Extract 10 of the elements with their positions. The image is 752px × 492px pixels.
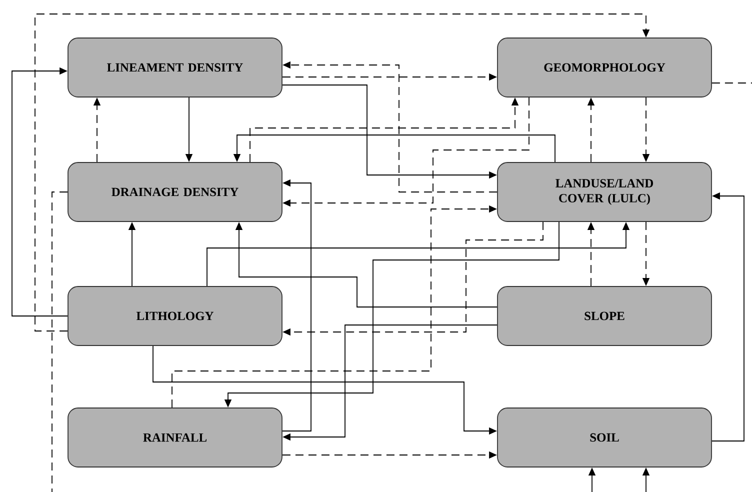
factor-box: LANDUSE/LAND COVER (LULC) (497, 162, 712, 222)
factor-box: DRAINAGE DENSITY (68, 162, 282, 222)
factor-box: SLOPE (497, 286, 712, 346)
arrow (12, 67, 68, 316)
factor-box: SOIL (497, 408, 712, 468)
factor-box: GEOMORPHOLOGY (497, 38, 712, 98)
arrow (34, 14, 650, 332)
factor-box: LINEAMENT DENSITY (68, 38, 282, 98)
factor-box: LITHOLOGY (68, 286, 282, 346)
factor-box: RAINFALL (68, 408, 282, 468)
